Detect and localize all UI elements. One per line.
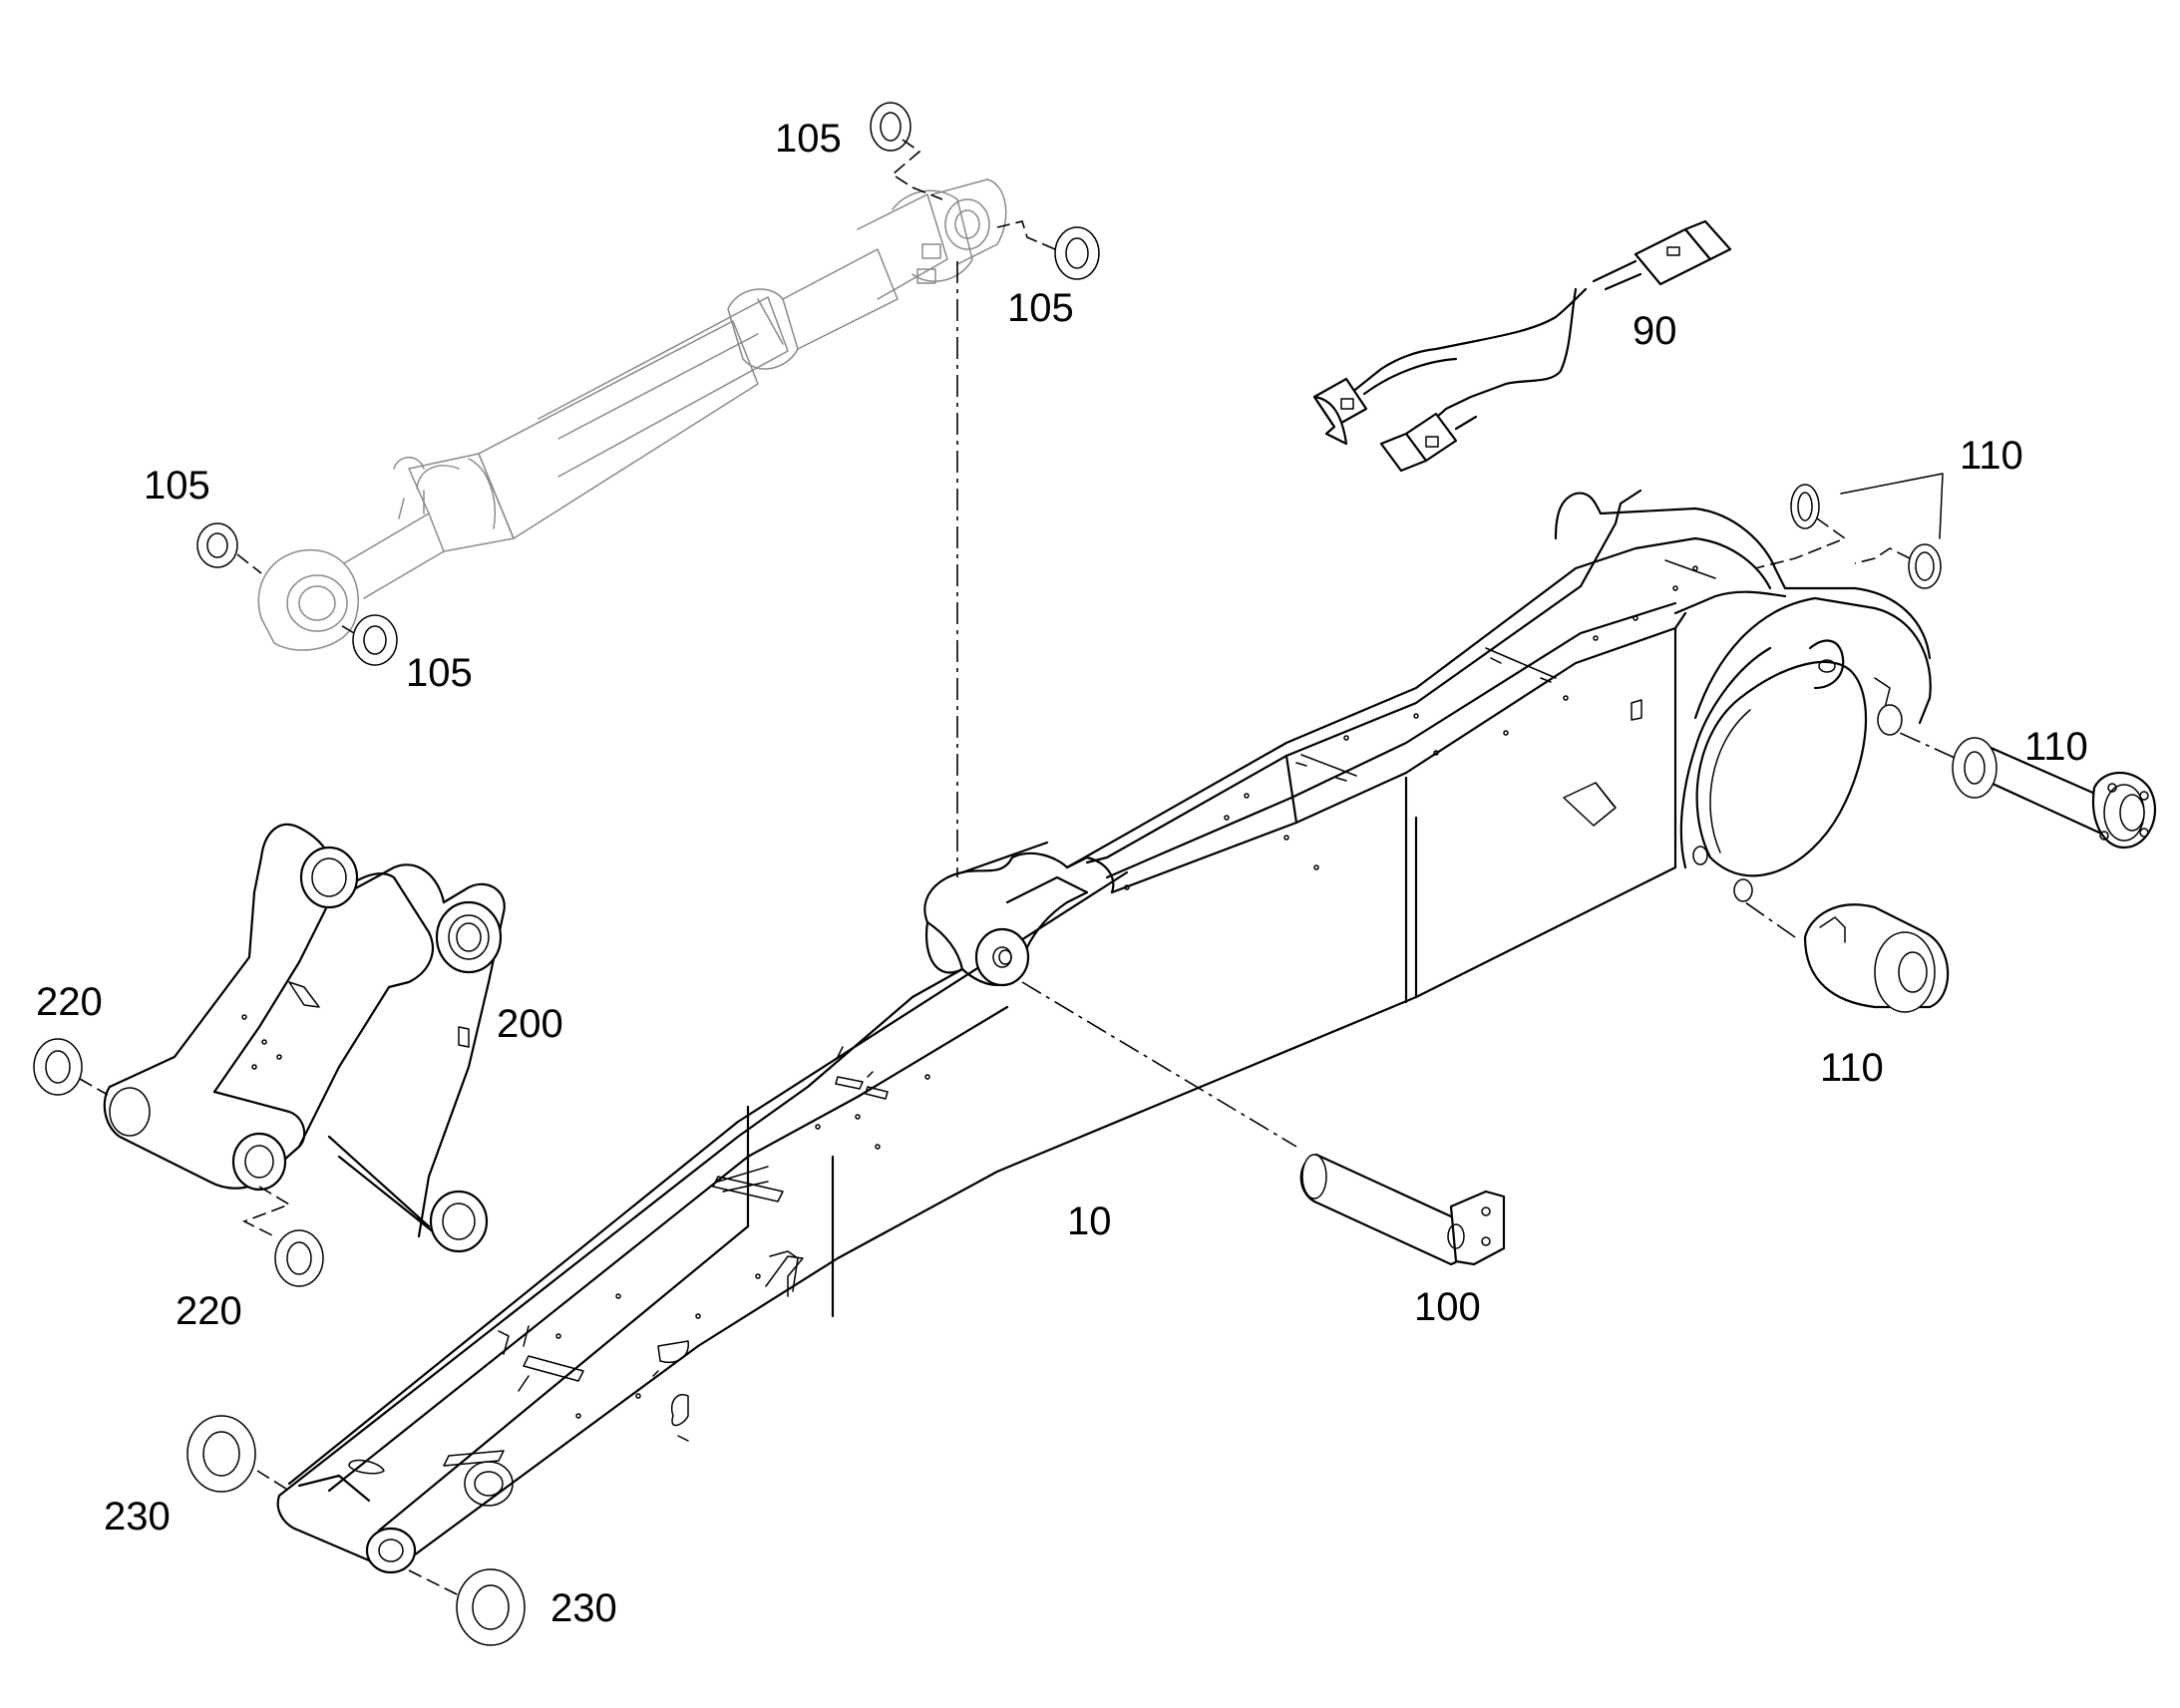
foot-parts: [1744, 473, 2157, 1013]
label-linkage-washer-bottom: 220: [176, 1289, 242, 1333]
boom-body: [276, 489, 1932, 1574]
label-boom-tip-washer-left: 230: [104, 1495, 171, 1538]
label-boom-tip-washer-right: 230: [550, 1586, 617, 1630]
linkage-washers: [33, 1038, 324, 1287]
label-cylinder-washer-top-left: 105: [775, 117, 842, 161]
linkage: [103, 823, 506, 1253]
label-foot-washers: 110: [1960, 434, 2023, 478]
hydraulic-cylinder: [257, 178, 1007, 651]
cylinder-washers: [196, 102, 1100, 877]
callout-labels: 10 90 100 105 105 105 105 110 110 110 20…: [36, 117, 2088, 1630]
pin: [1299, 1153, 1506, 1266]
pin-leader: [1021, 981, 1297, 1148]
label-linkage-washer-left: 220: [36, 980, 103, 1024]
label-cylinder-washer-bottom-left: 105: [144, 464, 210, 508]
label-boom: 10: [1067, 1199, 1112, 1243]
label-pin: 100: [1414, 1285, 1481, 1329]
label-linkage: 200: [497, 1002, 563, 1046]
label-foot-bushing: 110: [1820, 1046, 1884, 1090]
wiring-harness: [1312, 219, 1732, 473]
boom-tip-washers: [186, 1415, 526, 1646]
label-cylinder-washer-bottom-right: 105: [406, 651, 473, 695]
label-foot-pin-flange: 110: [2024, 725, 2088, 769]
label-cylinder-washer-top-right: 105: [1007, 286, 1074, 330]
label-wiring-harness: 90: [1633, 309, 1677, 353]
